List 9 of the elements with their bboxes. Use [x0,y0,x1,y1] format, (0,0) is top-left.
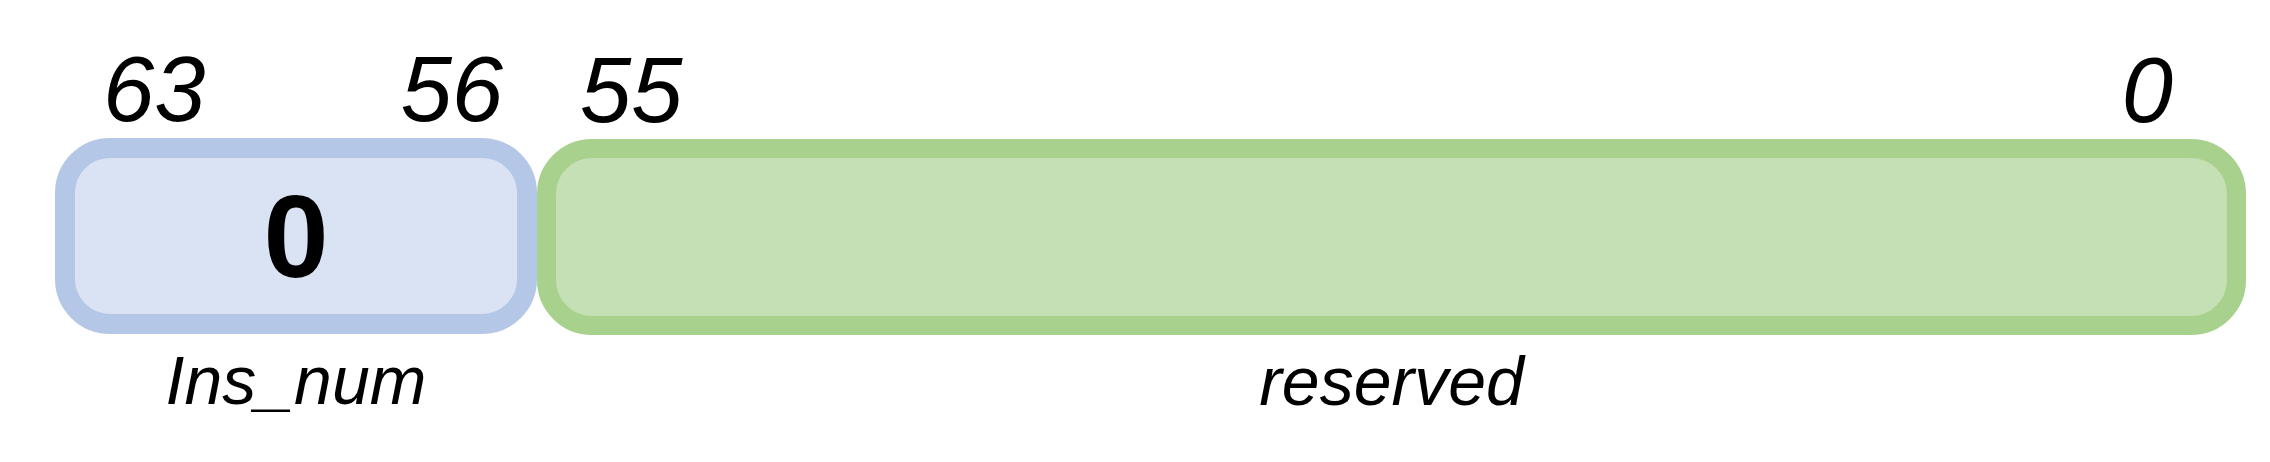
bit-index: 0 [2121,44,2173,136]
bit-index: 55 [580,44,683,136]
field-box [55,138,537,334]
bit-index: 63 [103,43,206,135]
field-name: reserved [1259,347,1524,415]
field-value: 0 [263,177,329,295]
bit-index: 56 [400,43,503,135]
field-name: Ins_num [165,346,427,414]
field-box [537,139,2246,335]
